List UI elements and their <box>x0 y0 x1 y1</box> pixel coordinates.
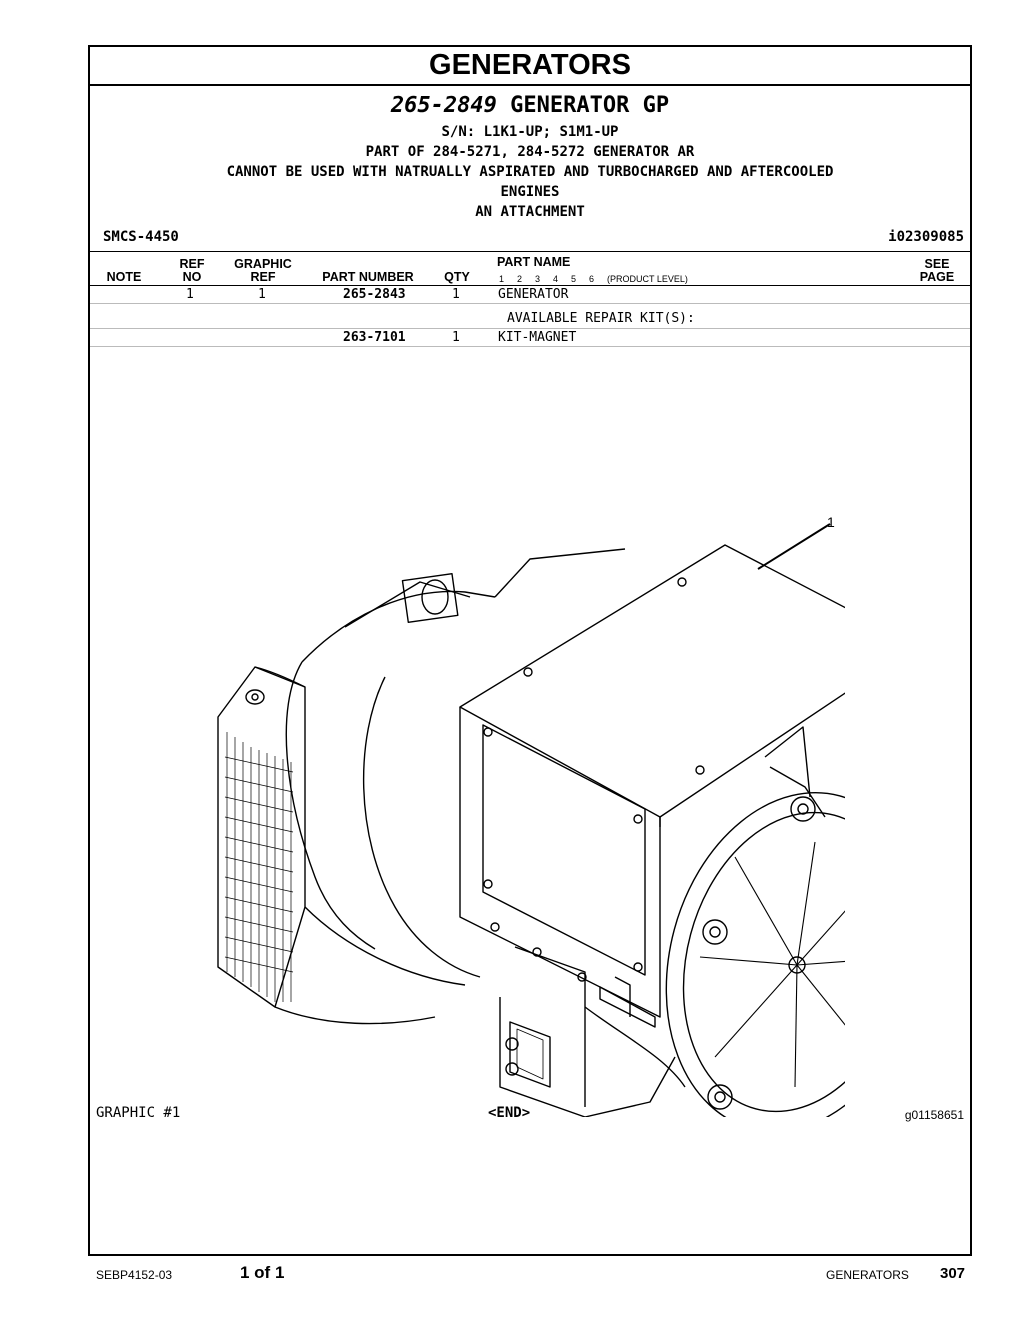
col-note: NOTE <box>106 270 142 284</box>
level-3: 3 <box>535 274 541 284</box>
row-divider <box>90 303 970 304</box>
level-4: 4 <box>553 274 559 284</box>
kit-label: AVAILABLE REPAIR KIT(S): <box>507 311 695 326</box>
qty: 1 <box>452 287 460 302</box>
col-qty: QTY <box>444 270 470 284</box>
callout-label: 1 <box>827 514 835 530</box>
group-part-number: 265-2849 <box>390 93 497 118</box>
part-of-line: PART OF 284-5271, 284-5272 GENERATOR AR <box>365 144 695 160</box>
level-2: 2 <box>517 274 523 284</box>
col-part-name: PART NAME <box>497 255 571 269</box>
level-1: 1 <box>499 274 505 284</box>
col-ref-no-top: REF <box>179 257 205 271</box>
col-ref-no-bottom: NO <box>182 270 202 284</box>
section-title: GENERATORS <box>90 47 970 86</box>
graphic-id: g01158651 <box>904 1108 964 1122</box>
group-title: 265-2849 GENERATOR GP <box>90 93 970 118</box>
col-see-top: SEE <box>924 257 950 271</box>
row-divider <box>90 328 970 329</box>
ref-no: 1 <box>186 287 194 302</box>
col-graphic-top: GRAPHIC <box>234 257 292 271</box>
part-number[interactable]: 263-7101 <box>343 330 406 345</box>
serial-line: S/N: L1K1-UP; S1M1-UP <box>441 124 619 140</box>
footer-section: GENERATORS <box>826 1268 909 1282</box>
header-bottom-rule <box>90 285 970 286</box>
part-number[interactable]: 265-2843 <box>343 287 406 302</box>
graphic-label: GRAPHIC #1 <box>96 1105 181 1121</box>
group-name: GENERATOR GP <box>510 93 670 118</box>
col-ref-no: REF NO <box>174 258 210 284</box>
col-graphic-ref: GRAPHIC REF <box>230 258 296 284</box>
page-frame: GENERATORS 265-2849 GENERATOR GP S/N: L1… <box>88 45 972 1256</box>
generator-illustration: 1 <box>217 514 845 1117</box>
attachment-line: AN ATTACHMENT <box>475 204 585 220</box>
col-graphic-bottom: REF <box>250 270 276 284</box>
level-6: 6 <box>589 274 595 284</box>
product-level-label: (PRODUCT LEVEL) <box>607 274 688 284</box>
col-see-page: SEE PAGE <box>912 258 962 284</box>
col-part-number: PART NUMBER <box>322 270 414 284</box>
qty: 1 <box>452 330 460 345</box>
row-divider <box>90 346 970 347</box>
col-see-bottom: PAGE <box>919 270 955 284</box>
part-name: GENERATOR <box>498 287 569 302</box>
end-marker: <END> <box>488 1105 531 1121</box>
level-5: 5 <box>571 274 577 284</box>
page-count: 1 of 1 <box>240 1263 285 1282</box>
graphic-ref: 1 <box>258 287 266 302</box>
doc-number: SEBP4152-03 <box>96 1268 173 1282</box>
part-name: KIT-MAGNET <box>498 330 577 345</box>
smcs-code: SMCS-4450 <box>103 229 179 245</box>
illustration-id: i02309085 <box>888 229 964 245</box>
header-top-rule <box>90 251 970 252</box>
restriction-line-2: ENGINES <box>500 184 560 200</box>
page-number: 307 <box>940 1265 966 1282</box>
restriction-line: CANNOT BE USED WITH NATRUALLY ASPIRATED … <box>226 164 834 180</box>
